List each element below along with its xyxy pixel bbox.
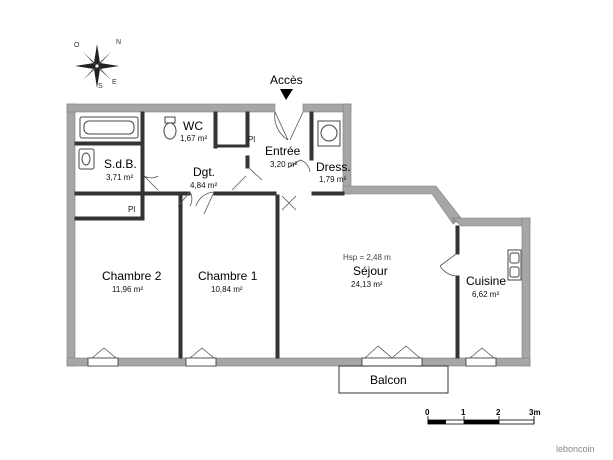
compass-s-label: S [98, 83, 103, 90]
interior-walls [74, 111, 460, 359]
compass-e-label: E [112, 79, 117, 86]
room-chambre2-area: 11,96 m² [112, 285, 143, 294]
exterior-walls [66, 103, 531, 367]
sink-icon [78, 148, 95, 170]
kitchen-sink-icon [507, 249, 522, 281]
room-dgt-name: Dgt. [193, 165, 215, 179]
compass-o-label: O [74, 42, 80, 49]
room-chambre2-name: Chambre 2 [102, 269, 162, 283]
compass-n-label: N [116, 39, 121, 46]
room-wc-area: 1,67 m² [180, 134, 207, 143]
toilet-icon [163, 116, 177, 140]
room-sejour-hsp: Hsp = 2,48 m [343, 253, 391, 262]
scale-tick-3: 3m [529, 408, 541, 417]
water-heater-icon [317, 120, 341, 147]
room-sejour-name: Séjour [353, 264, 388, 278]
bathtub-icon [79, 116, 139, 139]
room-cuisine-area: 6,62 m² [472, 290, 499, 299]
entrance-label: Accès [270, 73, 303, 87]
watermark-logo: leboncoin [556, 444, 595, 454]
room-wc-name: WC [183, 119, 203, 133]
scale-tick-0: 0 [425, 408, 430, 417]
room-dress-name: Dress. [316, 160, 351, 174]
room-sdb-name: S.d.B. [104, 157, 137, 171]
scale-tick-2: 2 [496, 408, 501, 417]
closet-pl2-label: Pl [128, 205, 135, 214]
door-swings [91, 111, 495, 359]
scale-tick-1: 1 [461, 408, 466, 417]
balcony-outline [338, 365, 449, 394]
room-dress-area: 1,79 m² [319, 175, 346, 184]
room-entree-area: 3,20 m² [270, 160, 297, 169]
entrance-arrow-icon [280, 89, 293, 100]
room-cuisine-name: Cuisine [466, 274, 506, 288]
scale-bar [427, 416, 535, 425]
room-entree-name: Entrée [265, 144, 301, 158]
closet-pl1-label: Pl [248, 135, 255, 144]
room-sdb-area: 3,71 m² [106, 173, 133, 182]
room-dgt-area: 4,84 m² [190, 181, 217, 190]
room-chambre1-area: 10,84 m² [211, 285, 243, 294]
room-sejour-area: 24,13 m² [351, 280, 383, 289]
room-balcon-name: Balcon [370, 373, 407, 387]
room-chambre1-name: Chambre 1 [198, 269, 258, 283]
compass-rose-icon [75, 44, 119, 88]
